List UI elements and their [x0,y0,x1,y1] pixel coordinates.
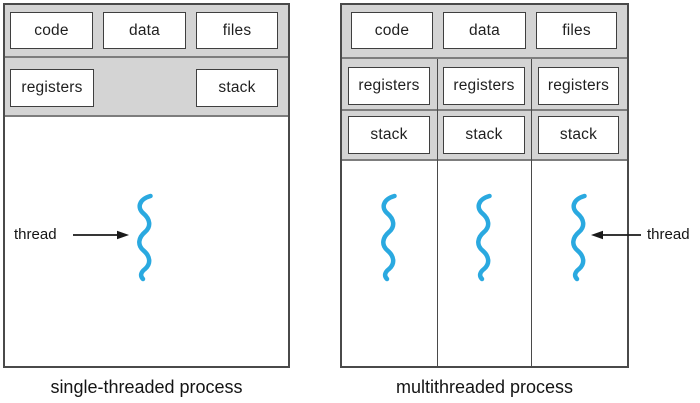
left-code-label: code [34,21,69,39]
left-stack-cell: stack [196,69,278,107]
right-data-cell: data [443,12,526,49]
thread-squiggle-icon [130,192,160,282]
arrow-left-icon [590,229,642,241]
col2-registers-label: registers [453,77,515,94]
right-caption: multithreaded process [395,377,574,397]
col1-registers-band: registers [342,59,437,111]
left-stack-label: stack [218,79,256,96]
col3-registers-label: registers [547,77,610,94]
col2-registers-cell: registers [443,67,525,105]
col2-stack-label: stack [465,126,503,143]
right-files-cell: files [536,12,617,49]
left-code-data-files-band: code data files [5,5,288,58]
col3-stack-label: stack [559,126,598,143]
left-files-cell: files [196,12,278,49]
col1-stack-label: stack [370,126,408,143]
right-data-label: data [469,21,500,39]
right-code-label: code [374,21,410,39]
col1-stack-cell: stack [348,116,430,154]
thread-columns: registers stack registers [342,59,627,366]
col1-stack-band: stack [342,111,437,161]
left-registers-stack-band: registers stack [5,58,288,117]
right-files-label: files [562,21,591,39]
thread-column-2: registers stack [437,59,531,366]
thread-squiggle-icon [469,192,499,282]
left-data-cell: data [103,12,186,49]
left-files-label: files [222,21,252,39]
arrow-right-icon [72,229,130,241]
right-code-cell: code [351,12,433,49]
col3-registers-cell: registers [538,67,619,105]
thread-squiggle-icon [374,192,404,282]
left-registers-cell: registers [10,69,94,107]
col1-registers-label: registers [358,77,420,94]
thread-column-3: registers stack [531,59,627,366]
left-data-label: data [129,21,160,39]
col2-stack-cell: stack [443,116,525,154]
col2-stack-band: stack [438,111,531,161]
right-thread-label: thread [647,226,690,243]
col2-registers-band: registers [438,59,531,111]
right-code-data-files-band: code data files [342,5,627,59]
col3-stack-cell: stack [538,116,619,154]
single-threaded-process-box: code data files registers stack [3,3,290,368]
left-caption: single-threaded process [50,377,243,397]
left-thread-label: thread [14,226,57,243]
col1-registers-cell: registers [348,67,430,105]
left-registers-label: registers [21,79,83,96]
thread-squiggle-icon [564,192,594,282]
thread-column-1: registers stack [342,59,437,366]
col3-registers-band: registers [532,59,627,111]
multithreaded-process-box: code data files registers stack [340,3,629,368]
col3-stack-band: stack [532,111,627,161]
left-code-cell: code [10,12,93,49]
